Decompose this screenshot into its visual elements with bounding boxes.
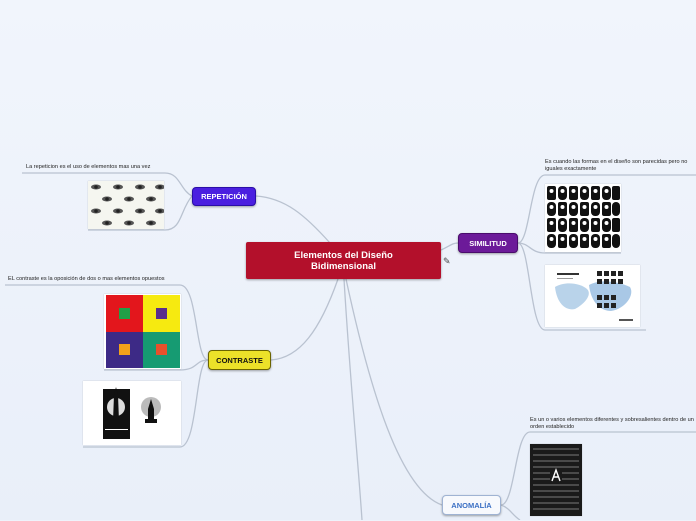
link-central-repeticion <box>256 196 330 243</box>
topic-contraste[interactable]: CONTRASTE <box>208 350 271 370</box>
topic-repeticion-label: REPETICIÓN <box>201 192 247 201</box>
letter-pattern-graphic <box>530 444 582 516</box>
link-central-similitud <box>441 243 458 250</box>
color-squares-image[interactable] <box>104 294 181 369</box>
letter-pattern-image[interactable] <box>530 444 582 516</box>
central-topic[interactable]: Elementos del Diseño Bidimensional <box>246 242 441 279</box>
link-ano-img <box>501 505 520 520</box>
moon-towers-graphic <box>83 381 181 445</box>
link-central-anomalia <box>346 279 442 505</box>
edit-note-icon[interactable]: ✎ <box>443 256 451 267</box>
similitud-note[interactable]: Es cuando las formas en el diseño son pa… <box>545 159 696 172</box>
figure-grid-graphic <box>545 184 621 252</box>
figure-grid-image[interactable] <box>545 184 621 252</box>
topic-anomalia[interactable]: ANOMALÍA <box>442 495 501 515</box>
repeticion-note[interactable]: La repeticion es el uso de elementos mas… <box>26 164 176 171</box>
central-title: Elementos del Diseño Bidimensional <box>279 250 409 272</box>
link-central-more <box>344 279 362 520</box>
world-map-infographic-image[interactable] <box>545 265 640 327</box>
topic-contraste-label: CONTRASTE <box>216 356 263 365</box>
eyes-pattern-graphic <box>88 181 164 229</box>
topic-anomalia-label: ANOMALÍA <box>451 501 491 510</box>
color-squares-graphic <box>104 294 181 369</box>
topic-similitud-label: SIMILITUD <box>469 239 507 248</box>
world-map-graphic <box>545 265 640 327</box>
anomalia-note[interactable]: Es un o varios elementos diferentes y so… <box>530 417 696 430</box>
topic-repeticion[interactable]: REPETICIÓN <box>192 187 256 206</box>
moon-towers-image[interactable] <box>83 381 181 445</box>
eyes-pattern-image[interactable] <box>88 181 164 229</box>
topic-similitud[interactable]: SIMILITUD <box>458 233 518 253</box>
contraste-note[interactable]: EL contraste es la oposición de dos o ma… <box>8 276 188 283</box>
link-central-contraste <box>271 279 338 360</box>
